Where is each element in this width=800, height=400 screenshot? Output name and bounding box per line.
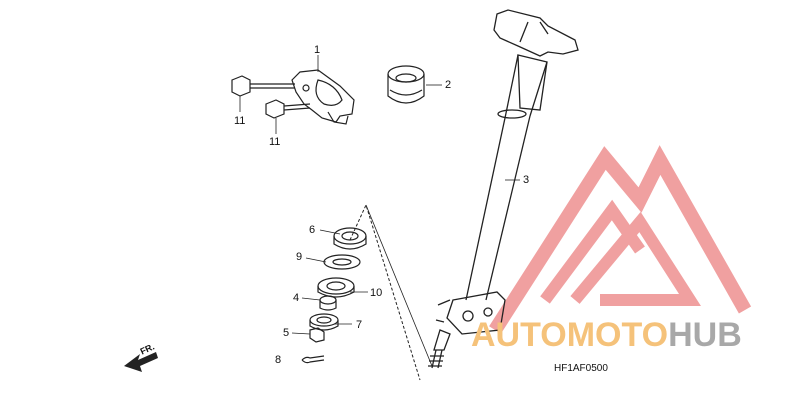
callout-1: 1 [314,44,321,56]
front-direction-arrow-icon [124,352,158,372]
callout-11a: 11 [234,115,246,127]
watermark-logo [489,145,752,334]
watermark-word-hub: HUB [668,316,742,354]
watermark-word-moto: MOTO [566,316,669,354]
callout-6: 6 [309,224,316,236]
callout-2: 2 [445,79,452,91]
callout-7: 7 [356,319,363,331]
callout-9: 9 [296,251,303,263]
lower-bearing-stack [301,227,367,364]
callout-5: 5 [283,327,290,339]
assembly-lines [349,203,433,381]
callout-11b: 11 [269,136,281,148]
drawing-code: HF1AF0500 [554,363,608,374]
callout-3: 3 [523,174,530,186]
watermark-word-auto: AUTO [471,316,567,354]
shaft-holder-bracket [291,69,355,125]
shaft-bushing [387,65,425,104]
callout-4: 4 [293,292,300,304]
leader-lines [239,55,520,335]
watermark-brand-text: AUTOMOTOHUB [471,318,742,352]
callout-8: 8 [275,354,282,366]
steering-shaft [428,9,579,369]
callout-10: 10 [370,287,383,299]
flange-bolts [231,75,311,119]
